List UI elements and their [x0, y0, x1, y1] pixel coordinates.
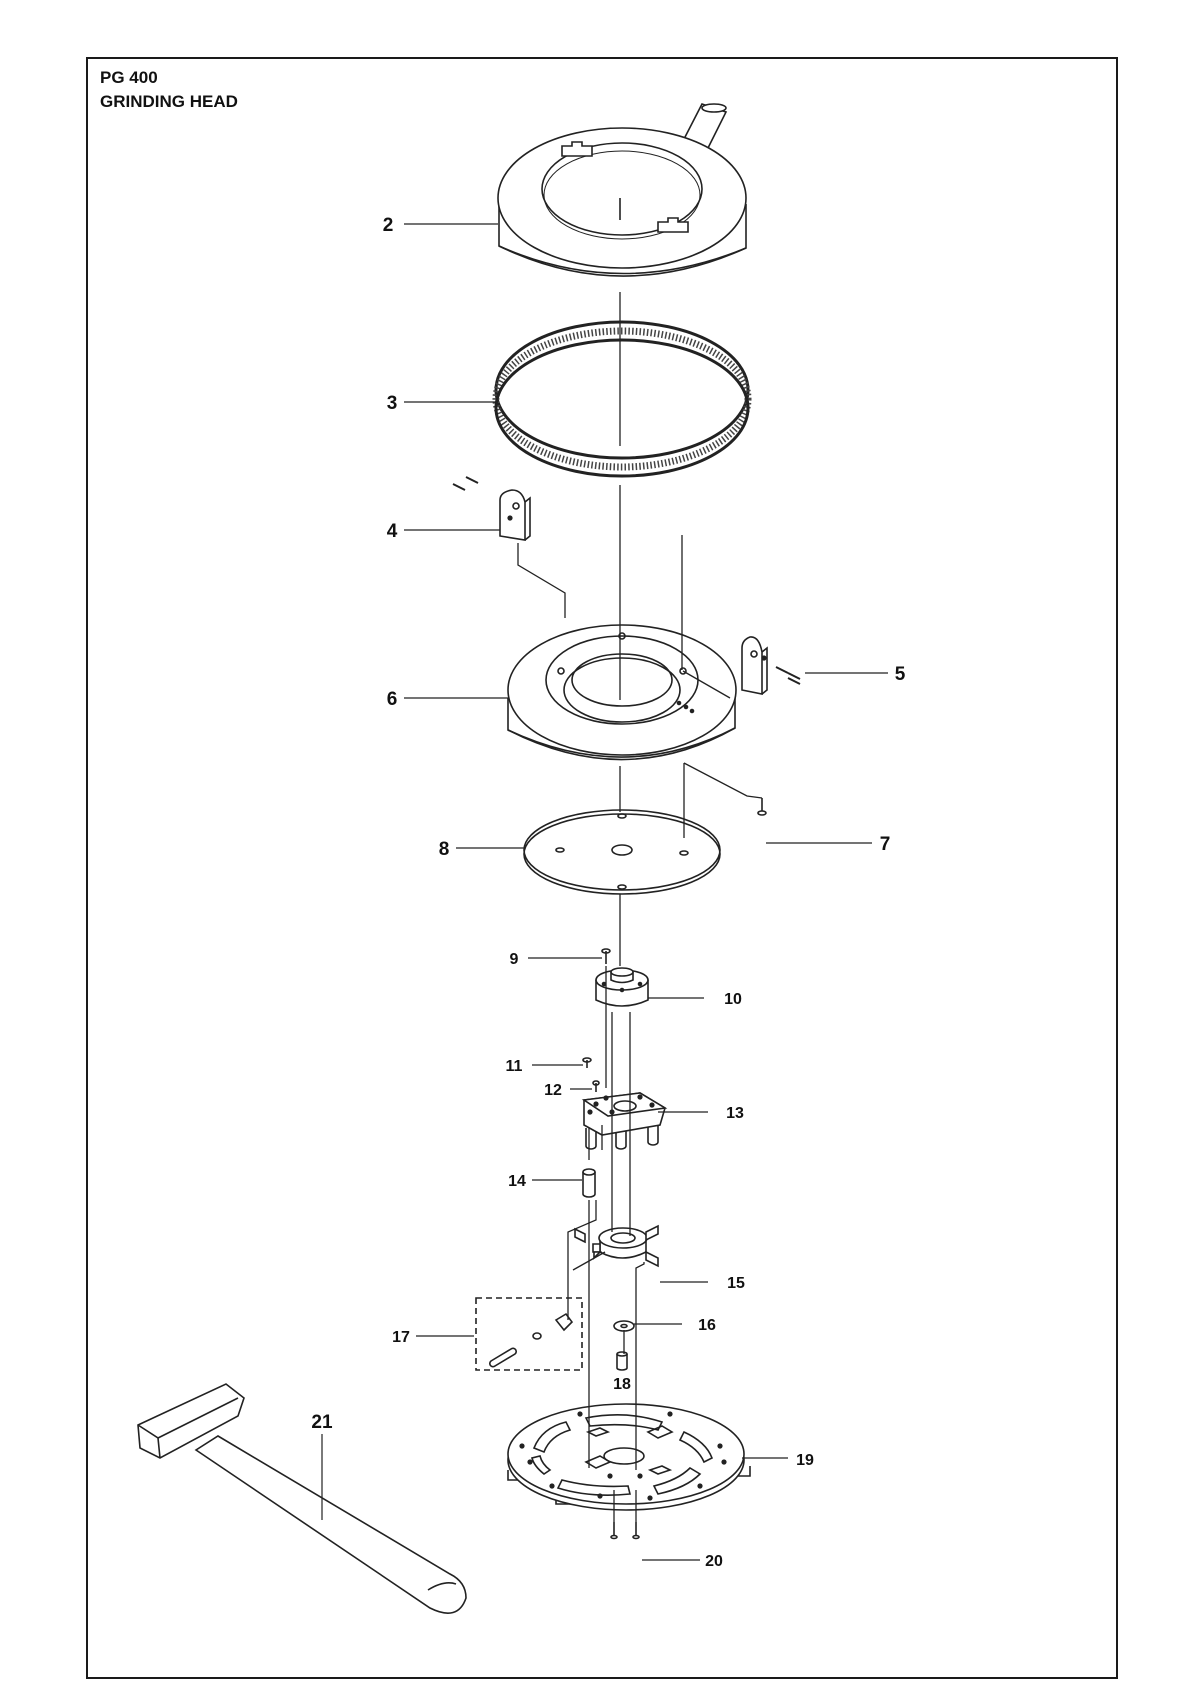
part-6-housing — [507, 624, 737, 761]
part-14-spacer — [582, 1168, 596, 1198]
part-15-cross-hub — [574, 1224, 659, 1268]
part-label-10: 10 — [724, 991, 742, 1008]
part-label-17: 17 — [392, 1329, 410, 1346]
part-label-21: 21 — [311, 1412, 333, 1433]
part-label-12: 12 — [544, 1082, 562, 1099]
part-label-15: 15 — [727, 1275, 745, 1292]
model-title: PG 400 — [100, 68, 158, 87]
part-16-washer — [613, 1320, 635, 1332]
part-13-carrier — [581, 1092, 668, 1150]
part-label-19: 19 — [796, 1452, 814, 1469]
leader-lines — [321, 223, 888, 1561]
part-label-2: 2 — [383, 215, 394, 236]
part-9-bolt — [601, 948, 611, 964]
part-17-kit — [475, 1297, 583, 1371]
part-11-screw — [582, 1057, 592, 1068]
part-label-4: 4 — [387, 521, 398, 542]
part-label-8: 8 — [439, 839, 450, 860]
part-label-3: 3 — [387, 393, 398, 414]
part-2-cover — [497, 103, 747, 277]
part-20-screws — [610, 1522, 640, 1540]
part-label-18: 18 — [613, 1376, 631, 1393]
part-label-14: 14 — [508, 1173, 526, 1190]
part-3-toothed-ring — [492, 320, 752, 478]
section-title: GRINDING HEAD — [100, 92, 238, 111]
part-10-hub — [595, 967, 649, 1007]
diagram-frame — [86, 57, 1118, 1679]
part-8-plate — [523, 809, 721, 895]
part-19-disc — [507, 1403, 751, 1511]
part-label-11: 11 — [506, 1058, 523, 1075]
part-18-bolt — [616, 1351, 628, 1371]
assembly-guide-lines — [517, 292, 763, 1522]
part-12-screw — [592, 1080, 600, 1092]
part-5-bracket — [741, 636, 801, 695]
part-label-13: 13 — [726, 1105, 744, 1122]
part-4-bracket — [452, 476, 531, 541]
part-labels: 2 3 4 5 6 7 8 9 10 11 12 13 14 15 16 17 … — [311, 215, 905, 1570]
part-label-7: 7 — [880, 834, 891, 855]
part-label-5: 5 — [895, 664, 906, 685]
part-label-20: 20 — [705, 1553, 723, 1570]
part-7-screw — [757, 798, 767, 816]
part-label-16: 16 — [698, 1317, 716, 1334]
part-label-6: 6 — [387, 689, 398, 710]
part-label-9: 9 — [510, 951, 519, 968]
part-21-hammer — [137, 1383, 467, 1614]
